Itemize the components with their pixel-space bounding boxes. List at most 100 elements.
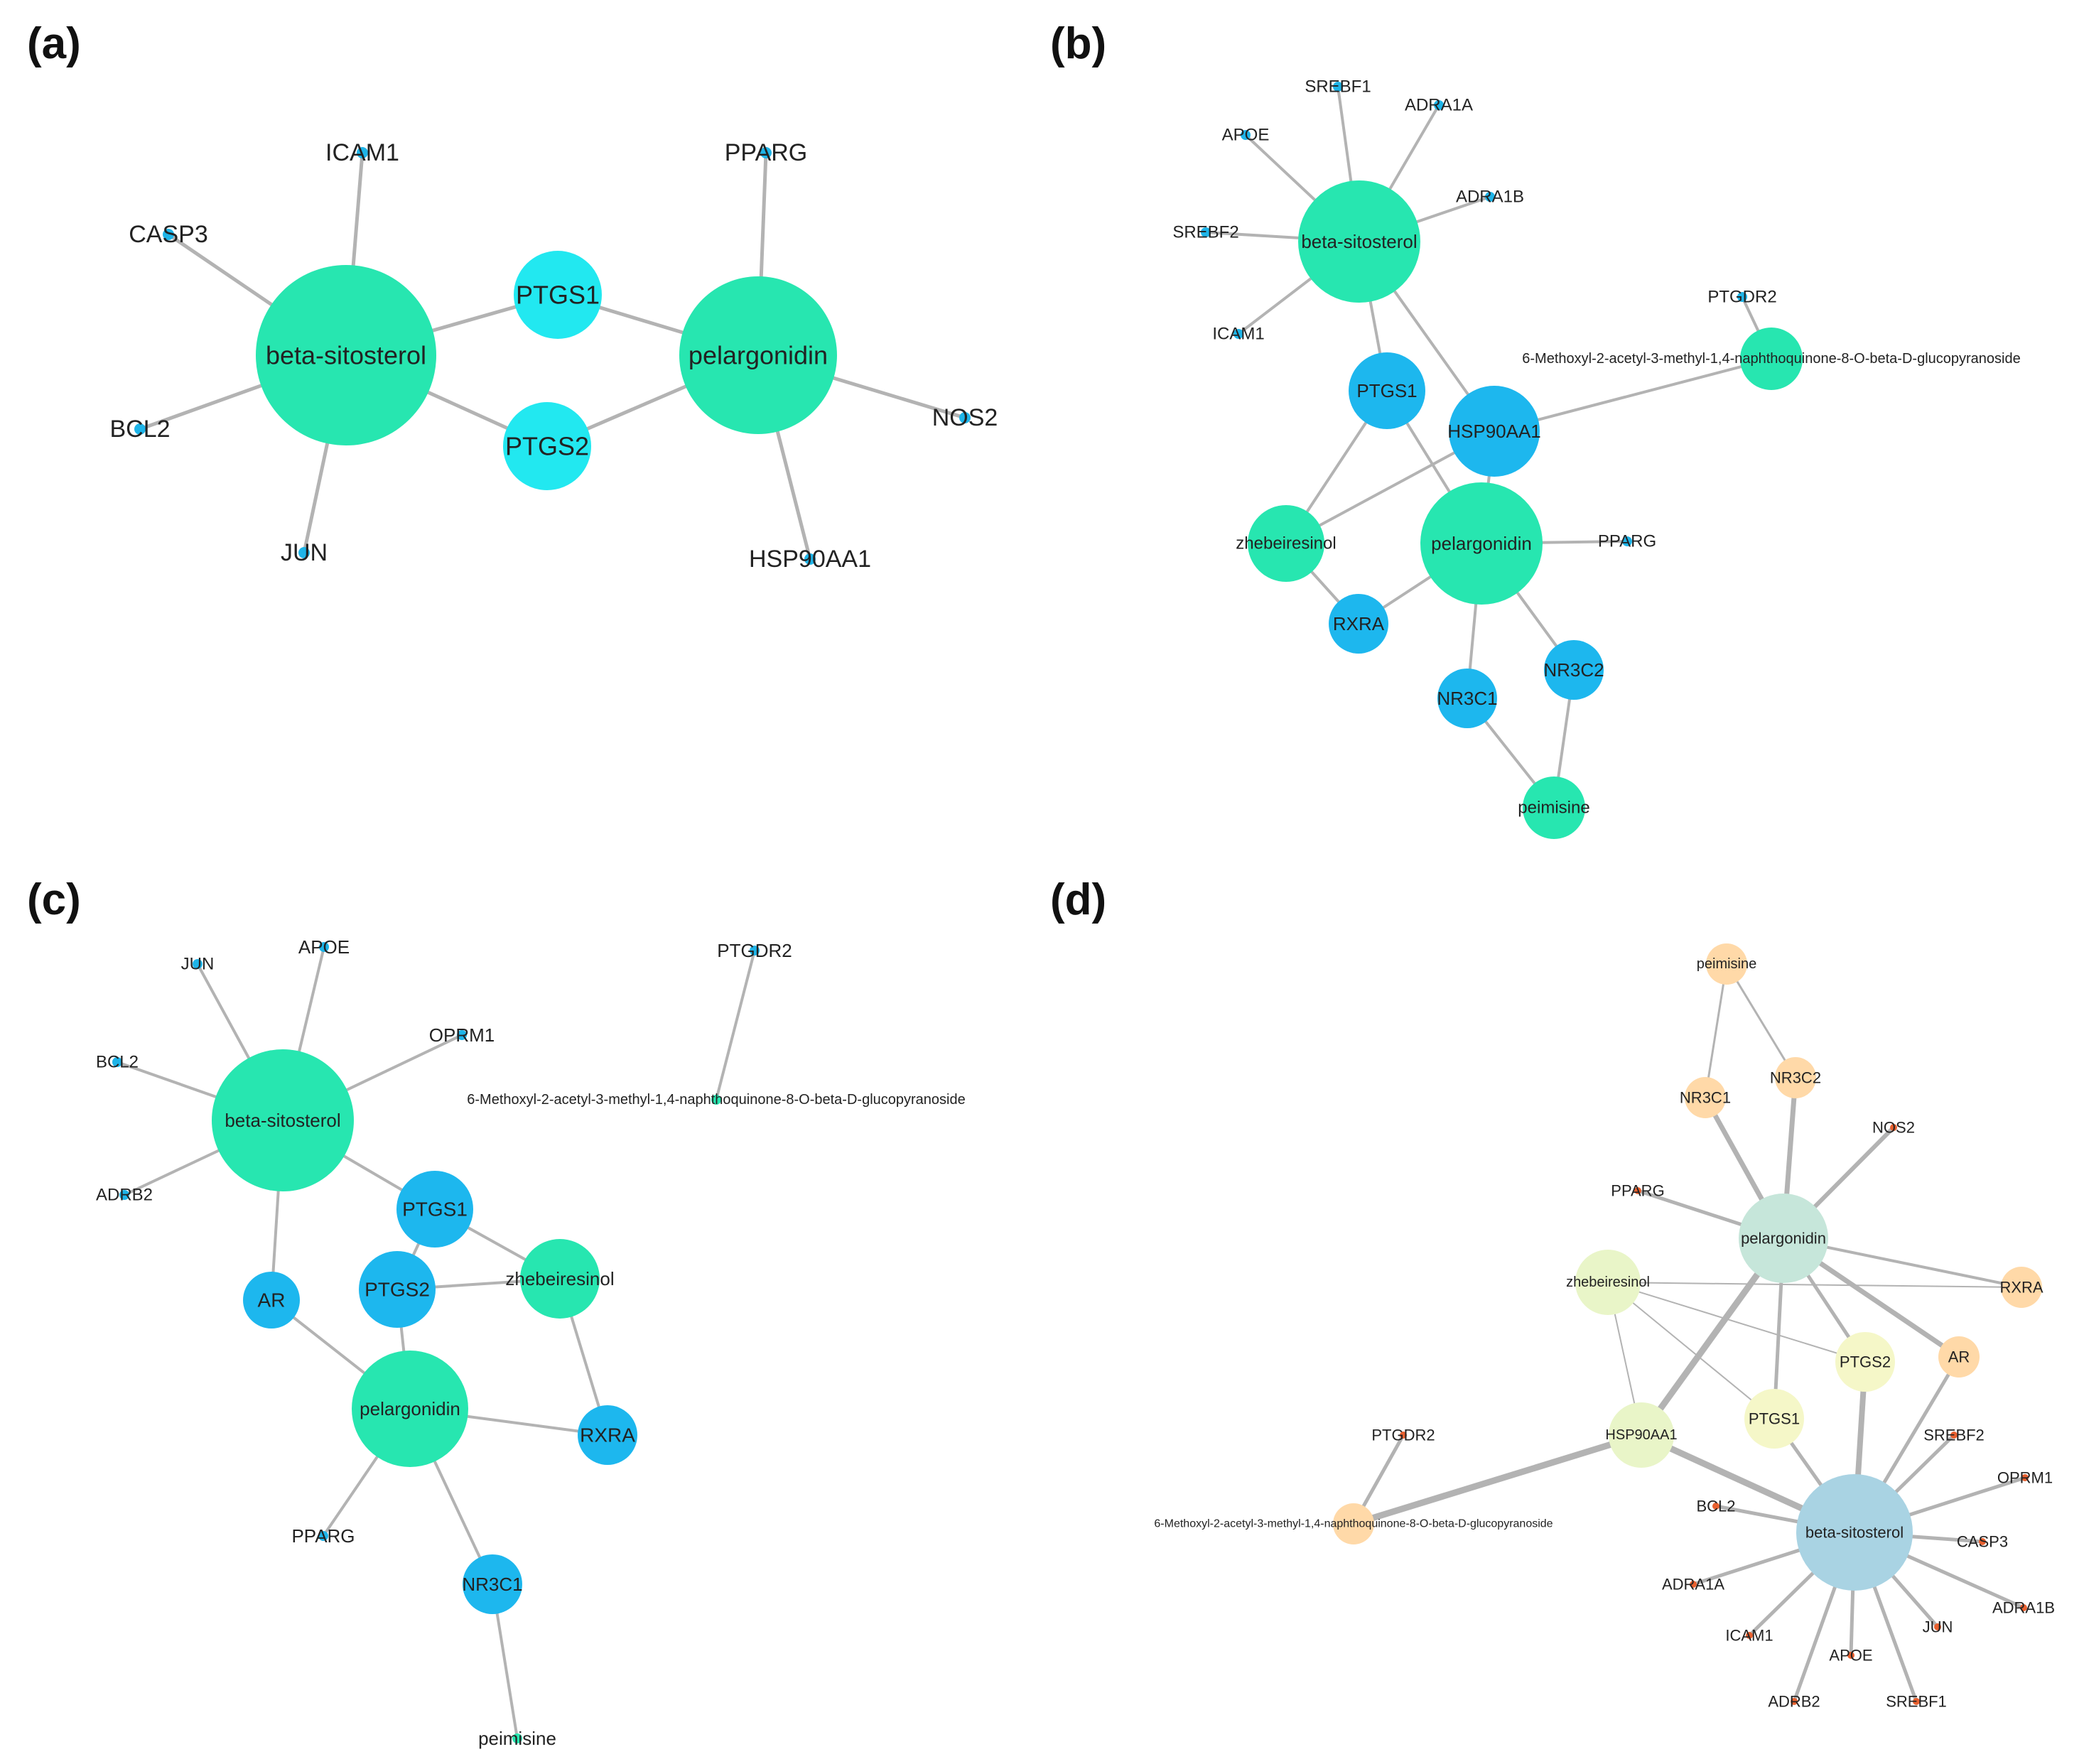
node-circle [357,147,368,158]
node-circle [256,265,436,445]
node-circle [212,1049,354,1191]
node-label: PTGS1 [1749,1410,1800,1428]
node-circle [1835,1332,1895,1392]
node-label: PTGS2 [505,432,589,461]
node-label: RXRA [580,1424,635,1446]
node-label: RXRA [1333,613,1385,634]
node-d_nr3c2: NR3C2 [1770,1057,1821,1098]
node-b_srebf2: SREBF2 [1172,223,1238,242]
node-label: peimisine [478,1728,556,1749]
node-label: AR [1948,1348,1970,1366]
node-circle [134,423,146,435]
node-a_pelar: pelargonidin [679,276,837,434]
node-circle [396,1171,473,1248]
node-circle [804,553,816,565]
node-label: 6-Methoxyl-2-acetyl-3-methyl-1,4-naphtho… [1154,1518,1553,1530]
node-label: ICAM1 [1212,325,1264,344]
node-b_6meth: 6-Methoxyl-2-acetyl-3-methyl-1,4-naphtho… [1522,328,2021,390]
node-circle [679,276,837,434]
node-b_adra1a: ADRA1A [1405,96,1473,115]
node-d_hsp: HSP90AA1 [1605,1402,1678,1468]
node-b_pparg: PPARG [1598,532,1656,551]
node-label: NR3C1 [1437,688,1497,709]
node-d_rxra: RXRA [1999,1267,2043,1308]
node-label: SREBF2 [1923,1427,1985,1444]
node-label: ADRA1A [1662,1576,1724,1593]
node-circle [1791,1698,1798,1705]
edge-d_zheb-d_rxra [1607,1282,2022,1288]
node-b_ptgdr2: PTGDR2 [1707,288,1776,307]
node-a_nos2: NOS2 [932,404,998,431]
node-circle [1796,1474,1913,1591]
node-circle [1333,82,1343,92]
node-label: PPARG [291,1525,355,1547]
node-circle [1740,328,1803,390]
panel-letter-b: (b) [1050,19,1106,68]
node-label: PPARG [725,139,808,166]
node-circle [1690,1581,1697,1588]
node-label: SREBF1 [1305,77,1371,97]
node-b_ptgs1: PTGS1 [1349,352,1425,429]
node-label: NR3C1 [1680,1089,1731,1107]
node-b_bsito: beta-sitosterol [1298,180,1420,303]
node-d_oprm1: OPRM1 [1997,1469,2053,1487]
node-label: SREBF1 [1886,1693,1947,1711]
node-circle [1609,1402,1674,1468]
node-circle [1890,1124,1897,1131]
node-label: ICAM1 [325,139,399,166]
node-c_jun: JUN [181,955,215,974]
node-label: zhebeiresinol [505,1268,614,1289]
node-circle [193,959,203,969]
node-circle [1737,292,1747,302]
node-c_rxra: RXRA [578,1405,637,1465]
node-circle [1950,1432,1958,1439]
node-circle [163,229,174,240]
edge-d_peim-d_nr3c1 [1704,963,1728,1099]
node-b_zheb: zhebeiresinol [1236,505,1337,582]
node-circle [1575,1250,1641,1315]
node-c_ptgs1: PTGS1 [396,1171,473,1248]
node-label: pelargonidin [1741,1230,1826,1248]
node-label: OPRM1 [1997,1469,2053,1487]
node-circle [578,1405,637,1465]
node-d_pparg: PPARG [1611,1182,1664,1200]
node-circle [1233,329,1243,339]
node-c_zheb: zhebeiresinol [505,1239,615,1319]
node-circle [1420,482,1543,605]
node-a_ptgs1: PTGS1 [514,251,602,339]
node-d_apoe: APOE [1829,1647,1872,1665]
node-circle [1739,1194,1828,1283]
node-d_adra1a: ADRA1A [1662,1576,1724,1593]
node-d_adrb2: ADRB2 [1768,1693,1820,1711]
panel-letter-d: (d) [1050,875,1106,924]
edge-b_6meth-b_hsp [1493,357,1773,433]
node-d_adra1b: ADRA1B [1992,1599,2055,1617]
node-circle [1622,536,1632,546]
node-d_jun: JUN [1923,1618,1953,1636]
node-circle [1712,1503,1719,1510]
edge-d_zheb-d_ptgs2 [1607,1282,1866,1363]
node-circle [1746,1632,1753,1639]
node-label: 6-Methoxyl-2-acetyl-3-methyl-1,4-naphtho… [467,1092,965,1108]
node-label: NOS2 [932,404,998,431]
node-label: pelargonidin [360,1398,460,1419]
node-circle [711,1095,721,1105]
node-circle [520,1239,600,1319]
node-circle [112,1057,122,1067]
node-d_bcl2: BCL2 [1696,1498,1735,1515]
node-a_casp3: CASP3 [129,221,208,248]
node-label: APOE [1829,1647,1872,1665]
node-c_apoe: APOE [298,936,350,958]
node-label: PTGDR2 [717,940,792,961]
node-circle [318,1531,328,1541]
panel-letter-c: (c) [27,875,81,924]
node-label: PTGDR2 [1371,1427,1435,1444]
node-label: PTGS2 [365,1279,430,1301]
node-label: HSP90AA1 [749,546,871,573]
node-circle [1523,777,1585,839]
node-label: PPARG [1611,1182,1664,1200]
node-circle [1685,1077,1726,1118]
node-label: CASP3 [1957,1533,2008,1551]
node-circle [1333,1503,1374,1544]
